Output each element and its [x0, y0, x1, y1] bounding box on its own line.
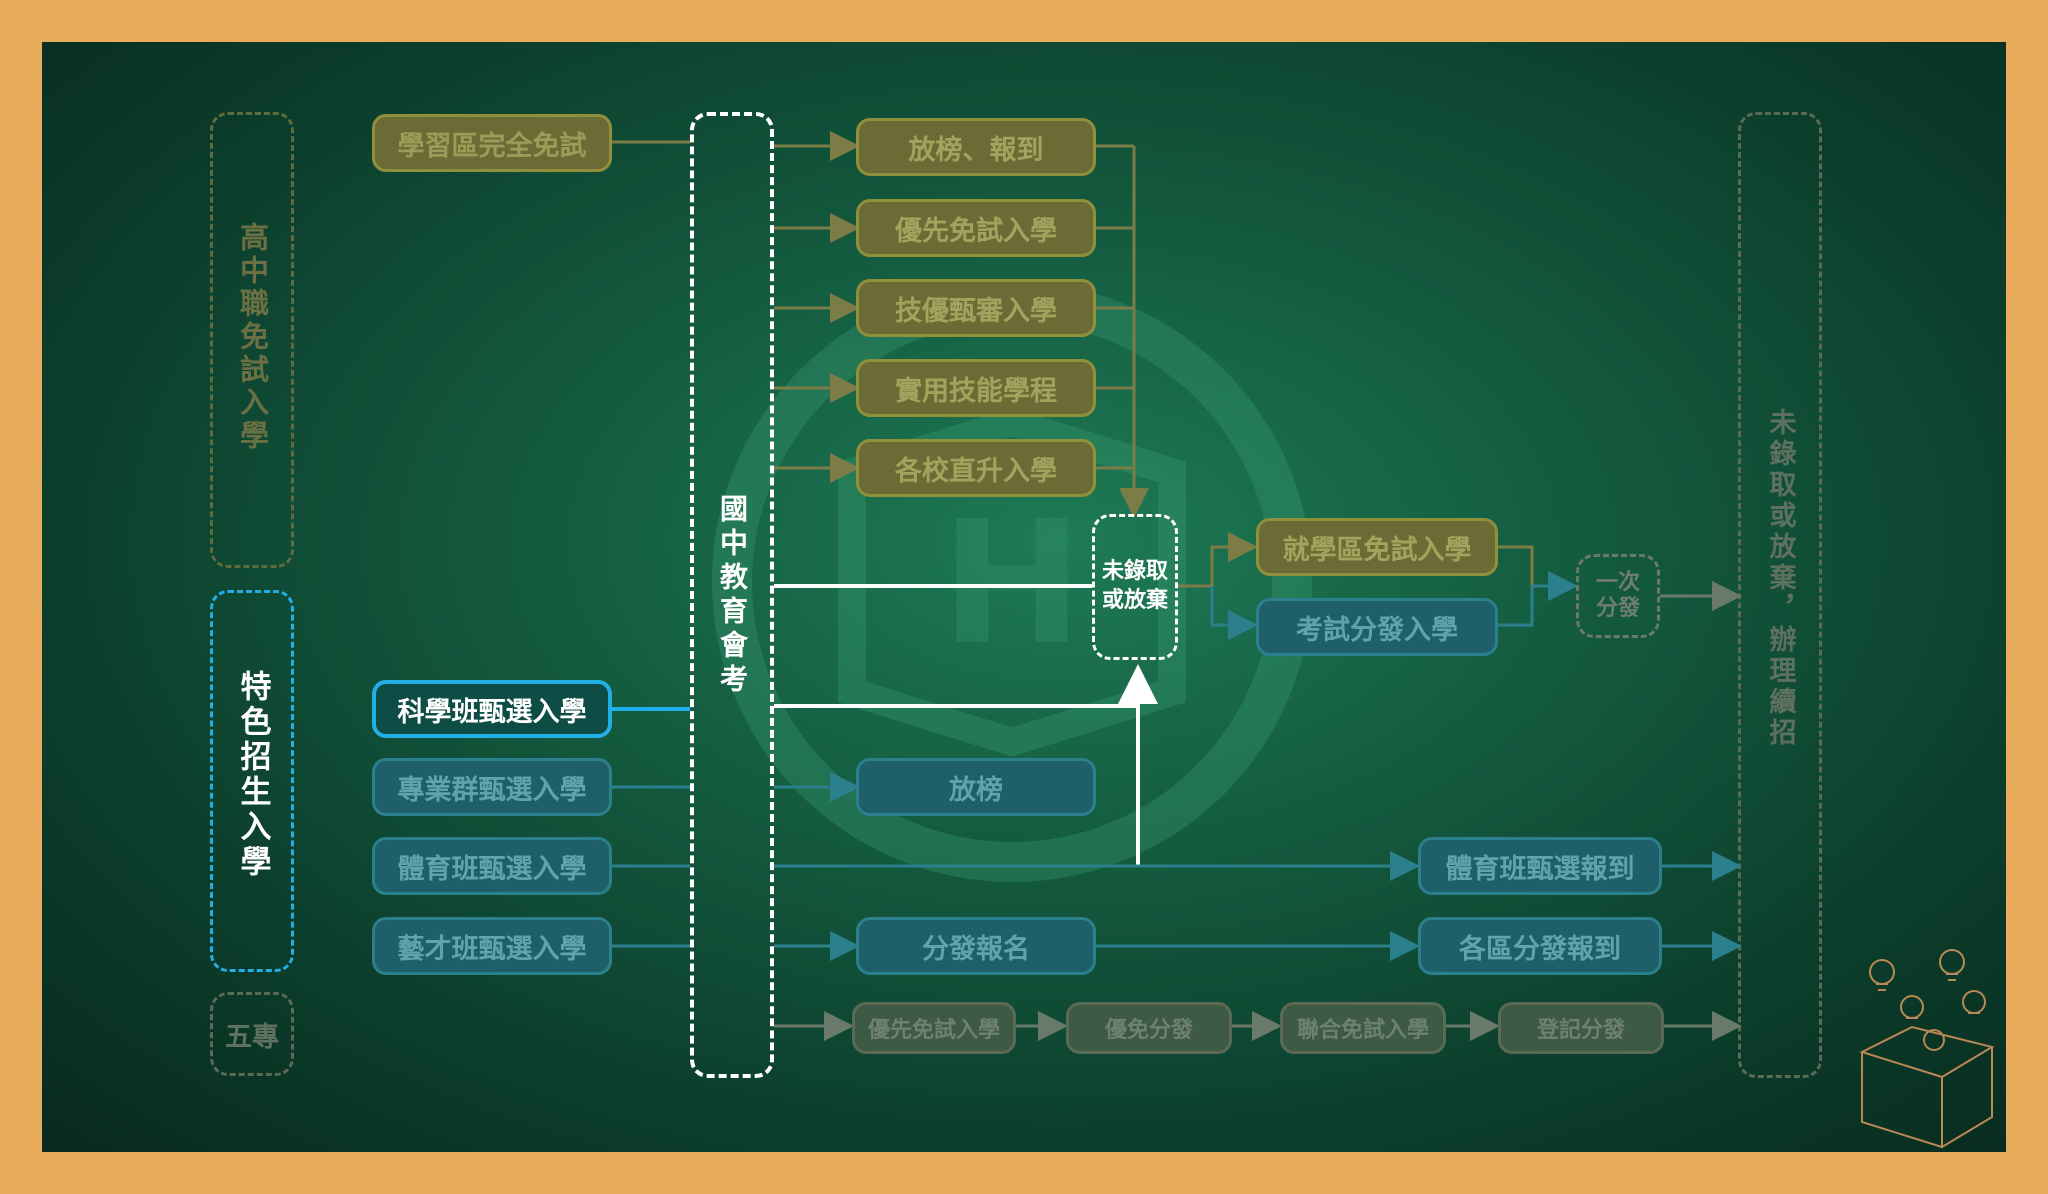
top-source-box: 學習區完全免試: [372, 114, 612, 172]
flow-connectors: [612, 131, 1742, 1041]
five-year-priority: 優先免試入學: [852, 1002, 1016, 1054]
five-year-priority-allocation: 優免分發: [1066, 1002, 1232, 1054]
route-direct-promotion: 各校直升入學: [856, 439, 1096, 497]
route-practical-skills: 實用技能學程: [856, 359, 1096, 417]
one-time-label: 一次分發: [1576, 554, 1660, 638]
unadmitted-box: [1092, 514, 1178, 660]
source-science-class: 科學班甄選入學: [372, 680, 612, 738]
output-allocation-apply: 分發報名: [856, 917, 1096, 975]
unadmitted-label: 未錄取或放棄: [1092, 514, 1178, 660]
right-result-label: 未錄取或放棄，辦理續招: [1738, 408, 1822, 749]
special-label: 特色招生入學: [210, 670, 294, 880]
free-exam-label: 高中職免試入學: [210, 222, 294, 453]
one-time-box: [1576, 554, 1660, 638]
output-release: 放榜: [856, 758, 1096, 816]
five-year-label: 五專: [225, 1021, 279, 1053]
center-exam-label-text: 國中教育會考: [716, 494, 749, 698]
source-professional-group: 專業群甄選入學: [372, 758, 612, 816]
route-district-free: 就學區免試入學: [1256, 518, 1498, 576]
right-result-label-text: 未錄取或放棄，辦理續招: [1764, 408, 1796, 749]
five-year-group: [210, 992, 294, 1076]
five-year-registration: 登記分發: [1498, 1002, 1664, 1054]
unadmitted-text: 未錄取或放棄: [1101, 559, 1168, 613]
center-exam-box: [690, 112, 774, 1078]
chalkboard: H 高中職免試入學 特色招生入學 五專 國中教育會考 未錄取或放棄，辦理續招: [42, 42, 2006, 1152]
route-skills-review: 技優甄審入學: [856, 279, 1096, 337]
output-sports-report: 體育班甄選報到: [1418, 837, 1662, 895]
source-arts-class: 藝才班甄選入學: [372, 917, 612, 975]
route-release-report: 放榜、報到: [856, 118, 1096, 176]
output-regional-report: 各區分發報到: [1418, 917, 1662, 975]
five-year-joint-free: 聯合免試入學: [1280, 1002, 1446, 1054]
lightbulb-box-doodle-icon: [1859, 949, 1995, 1149]
source-sports-class: 體育班甄選入學: [372, 837, 612, 895]
free-exam-label-text: 高中職免試入學: [235, 222, 270, 453]
free-exam-group: [210, 112, 294, 568]
special-label-text: 特色招生入學: [234, 670, 271, 880]
center-exam-label: 國中教育會考: [690, 494, 774, 698]
one-time-text: 一次分發: [1595, 569, 1640, 621]
special-group: [210, 590, 294, 972]
route-exam-allocation: 考試分發入學: [1256, 598, 1498, 656]
route-priority-free: 優先免試入學: [856, 199, 1096, 257]
